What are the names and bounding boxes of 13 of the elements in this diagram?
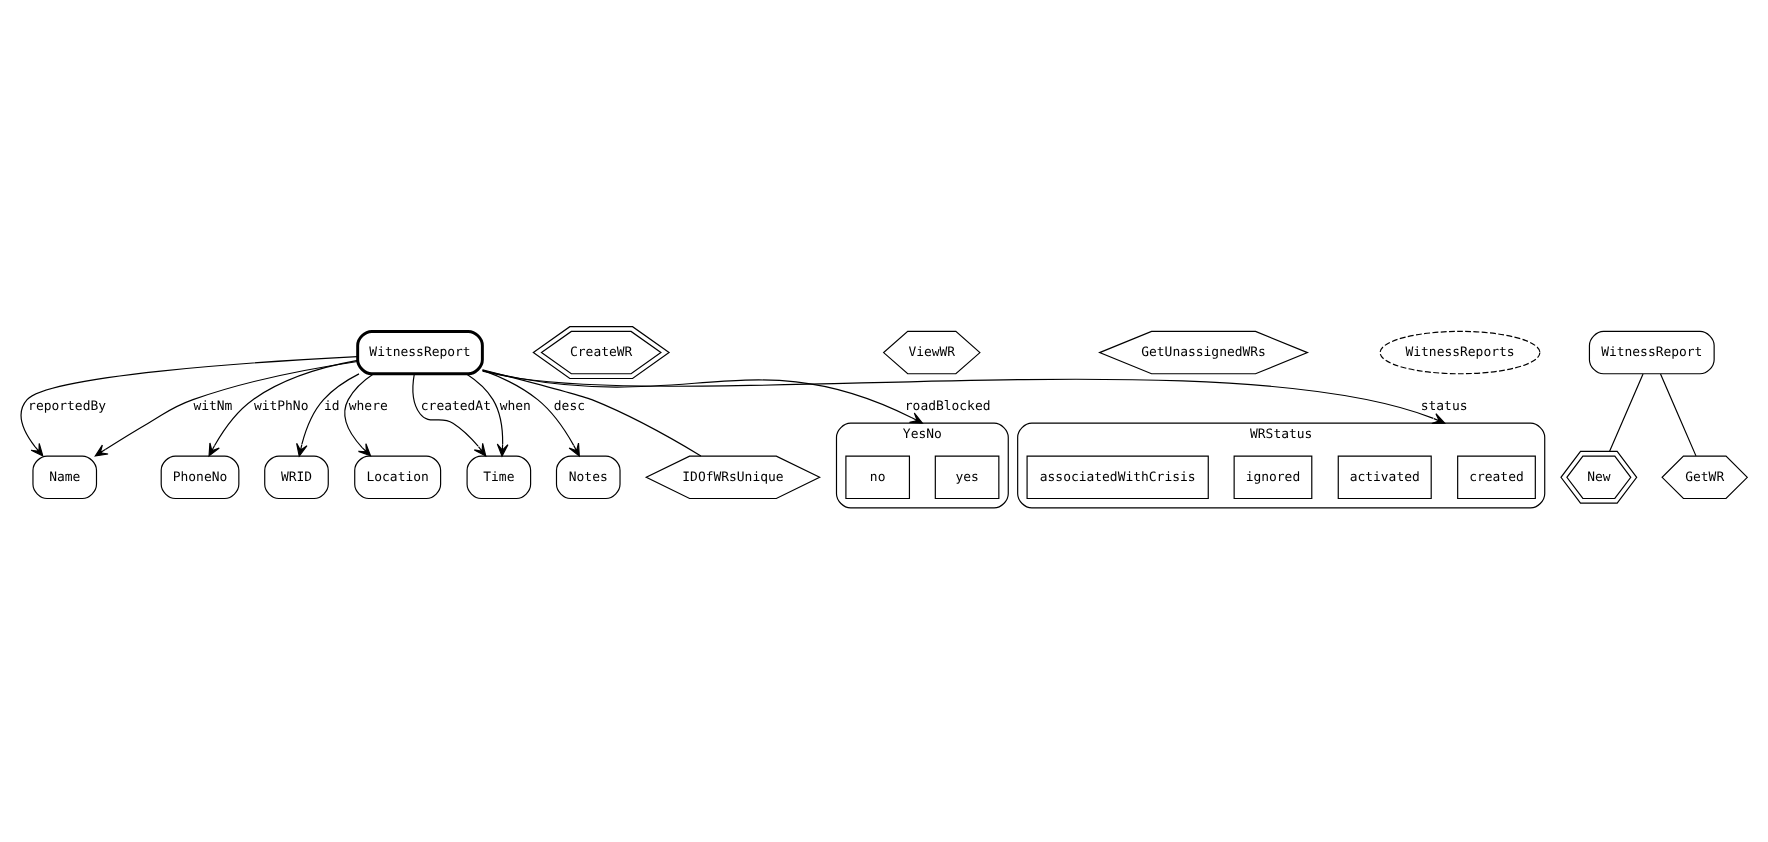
arrow [344,372,375,456]
connector [481,368,702,456]
connector [1659,372,1697,456]
arrow [208,358,359,456]
arrow [481,368,580,456]
arrow [20,355,358,456]
arrow [482,369,1446,424]
arrow [465,372,509,456]
arrow [94,359,359,456]
arrow [482,369,923,423]
arrow [412,372,487,456]
arrow [296,372,360,456]
connector [1609,372,1644,451]
